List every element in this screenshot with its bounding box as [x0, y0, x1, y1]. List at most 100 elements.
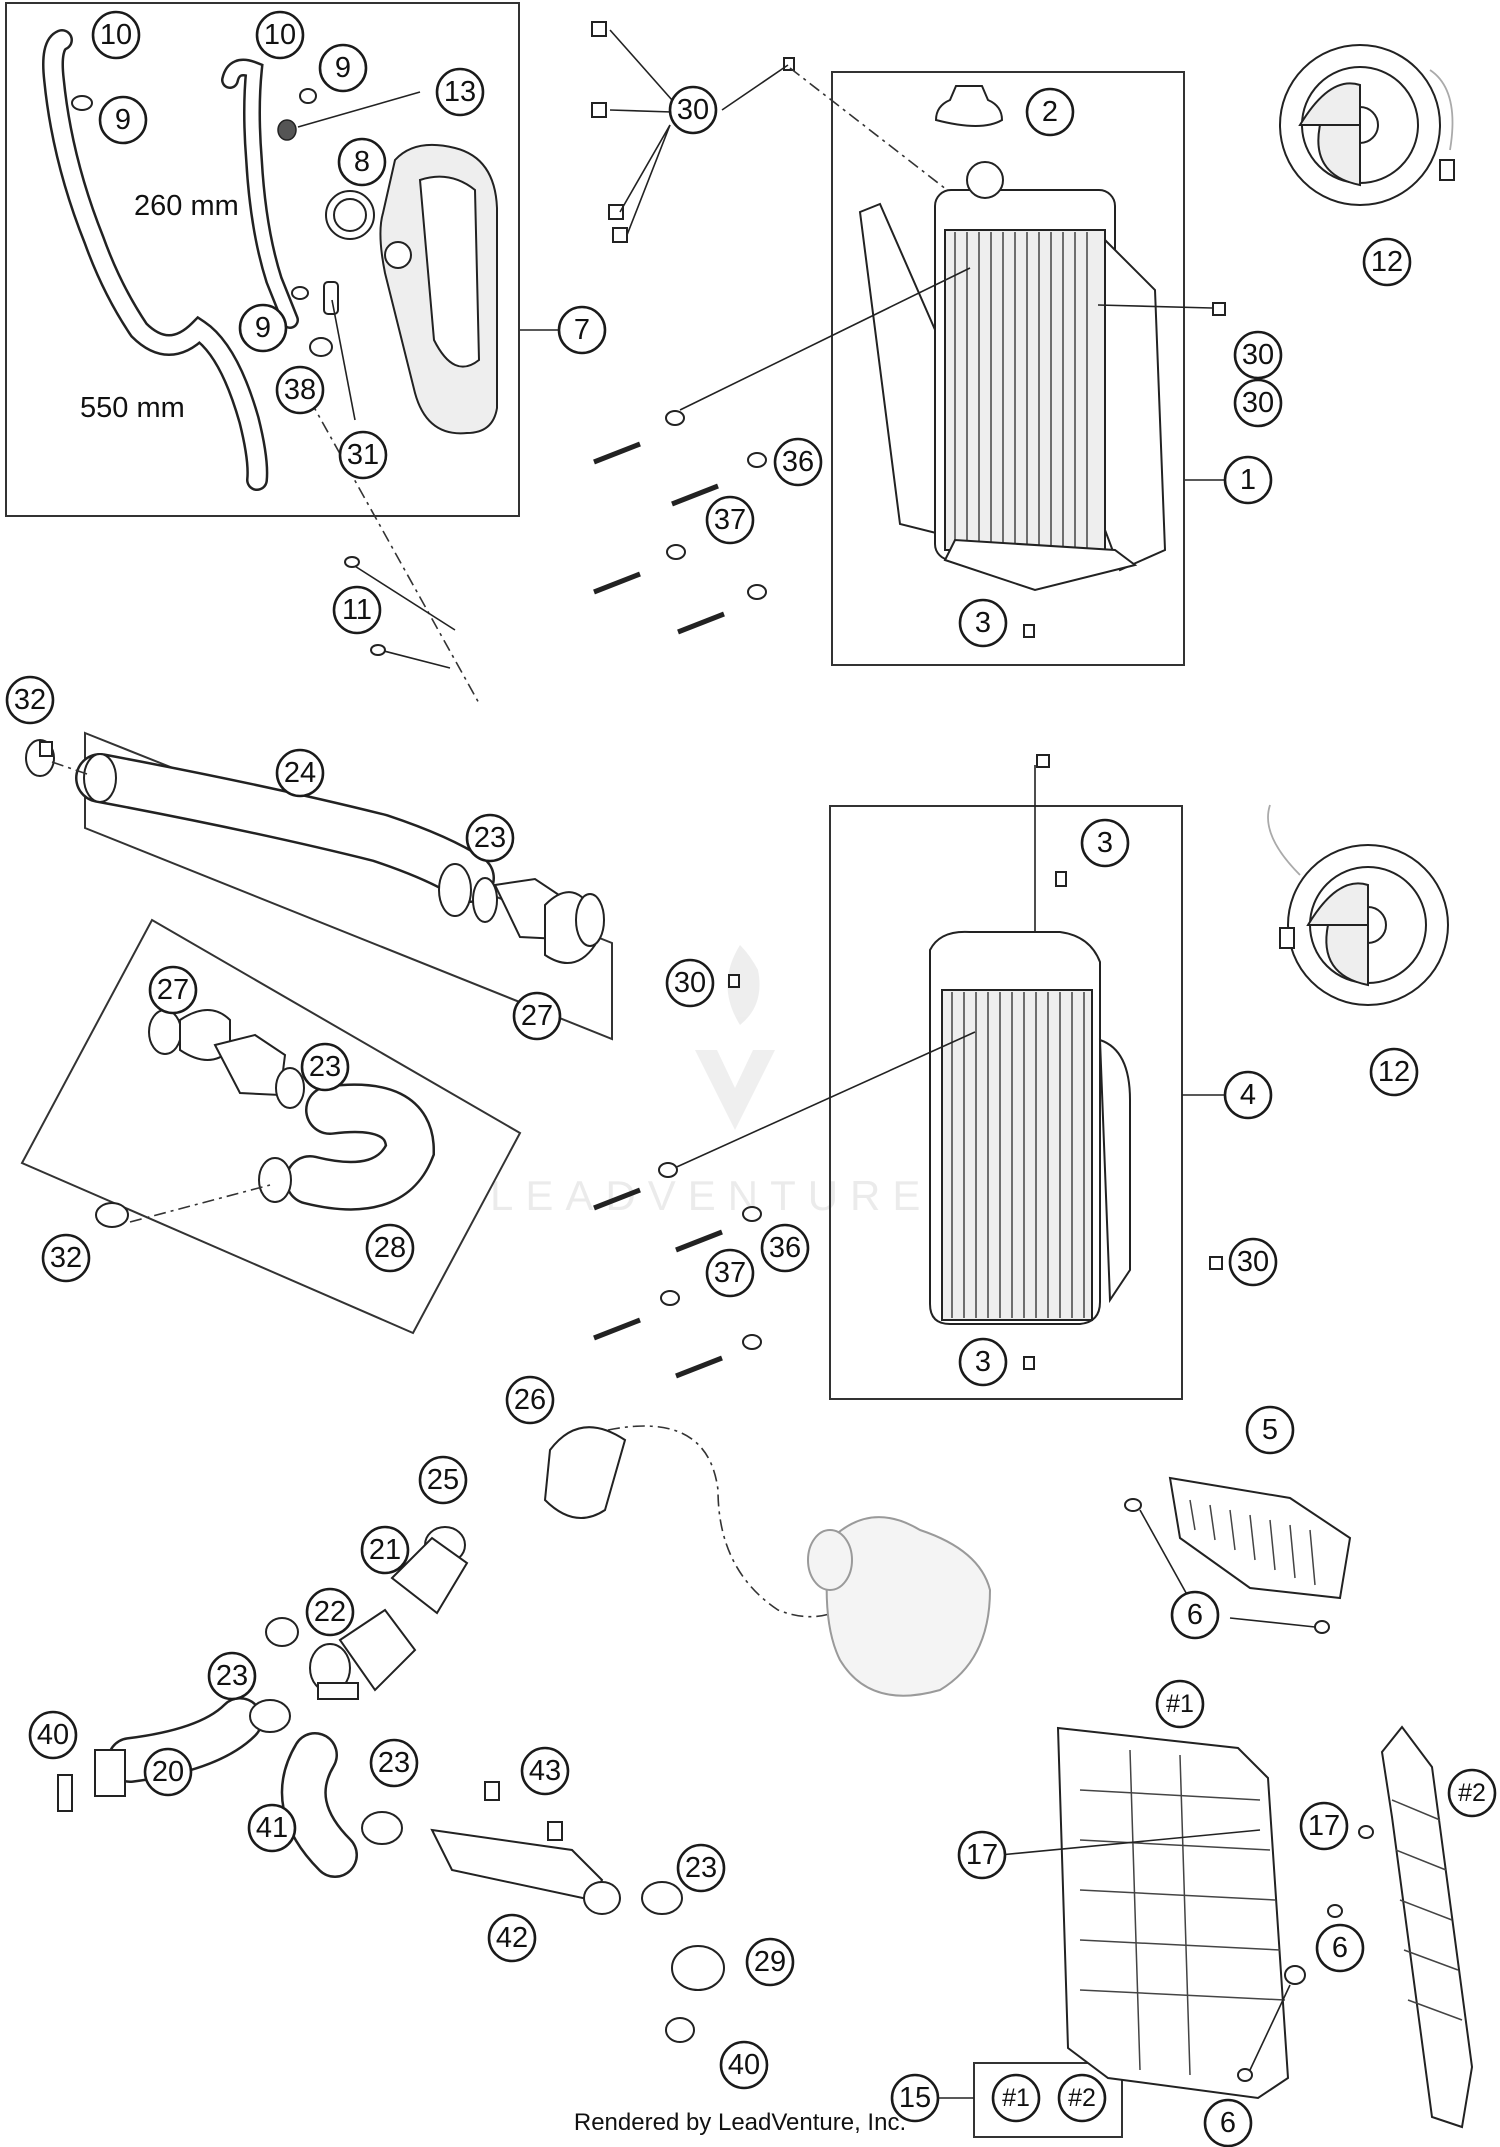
callout-40: 40 — [28, 1710, 78, 1760]
callout-36: 36 — [773, 437, 823, 487]
lower-radiator — [593, 754, 1238, 1379]
callout-circle — [958, 598, 1008, 648]
upper-fan — [1279, 44, 1455, 206]
callout-number: 37 — [714, 1257, 746, 1289]
callout-number: 9 — [115, 104, 131, 136]
callout-41: 41 — [247, 1803, 297, 1853]
callout-32: 32 — [5, 675, 55, 725]
callout-circle — [465, 813, 515, 863]
callout-item-1: #1 — [1155, 1679, 1205, 1729]
callout-circle — [1299, 1801, 1349, 1851]
callout-4: 4 — [1223, 1070, 1273, 1120]
upper-radiator — [591, 21, 1238, 638]
callout-40: 40 — [719, 2040, 769, 2090]
callout-circle — [773, 437, 823, 487]
callout-number: 2 — [1042, 96, 1058, 128]
callout-circle — [435, 67, 485, 117]
callout-circle — [255, 10, 305, 60]
callout-circle — [1369, 1047, 1419, 1097]
callout-number: 36 — [769, 1232, 801, 1264]
callout-number: 30 — [1242, 339, 1274, 371]
callout-number: 6 — [1220, 2107, 1236, 2139]
callout-circle — [143, 1747, 193, 1797]
callout-number: 23 — [378, 1747, 410, 1779]
callout-number: 30 — [677, 94, 709, 126]
callout-23: 23 — [465, 813, 515, 863]
callout-1: 1 — [1223, 455, 1273, 505]
callout-circle — [1080, 818, 1130, 868]
callout-number: 36 — [782, 446, 814, 478]
reservoir-leaders — [297, 91, 562, 706]
callout-30: 30 — [1233, 378, 1283, 428]
callout-number: 3 — [975, 1346, 991, 1378]
callout-circle — [520, 1746, 570, 1796]
callout-26: 26 — [505, 1375, 555, 1425]
callout-circle — [207, 1651, 257, 1701]
callout-number: 28 — [374, 1232, 406, 1264]
callout-number: 27 — [521, 1000, 553, 1032]
callout-number: 23 — [216, 1660, 248, 1692]
callout-11: 11 — [332, 585, 382, 635]
callout-23: 23 — [300, 1042, 350, 1092]
callout-circle — [360, 1525, 410, 1575]
callout-circle — [1170, 1590, 1220, 1640]
callout-37: 37 — [705, 1248, 755, 1298]
callout-number: 17 — [1308, 1810, 1340, 1842]
callout-3: 3 — [958, 1337, 1008, 1387]
callout-17: 17 — [957, 1830, 1007, 1880]
callout-21: 21 — [360, 1525, 410, 1575]
callout-number: 22 — [314, 1596, 346, 1628]
callout-37: 37 — [705, 495, 755, 545]
callout-number: 8 — [354, 146, 370, 178]
callout-5: 5 — [1245, 1405, 1295, 1455]
callout-23: 23 — [369, 1738, 419, 1788]
callout-circle — [957, 1830, 1007, 1880]
callout-23: 23 — [676, 1843, 726, 1893]
callout-circle — [1233, 330, 1283, 380]
lower-hose — [95, 1009, 436, 1228]
callout-28: 28 — [365, 1223, 415, 1273]
callout-circle — [676, 1843, 726, 1893]
callout-3: 3 — [958, 598, 1008, 648]
callout-number: 12 — [1378, 1056, 1410, 1088]
callout-29: 29 — [745, 1937, 795, 1987]
watermark-text: LEADVENTURE — [490, 1172, 932, 1219]
callout-30: 30 — [1233, 330, 1283, 380]
callout-number: 23 — [685, 1852, 717, 1884]
hose-length-260: 260 mm — [134, 190, 239, 222]
callout-number: 25 — [427, 1464, 459, 1496]
callout-number: 3 — [1097, 827, 1113, 859]
callout-10: 10 — [255, 10, 305, 60]
callout-number: 7 — [574, 314, 590, 346]
callout-number: 23 — [309, 1051, 341, 1083]
callout-number: 40 — [728, 2049, 760, 2081]
callout-number: 20 — [152, 1756, 184, 1788]
callout-27: 27 — [148, 965, 198, 1015]
callout-number: #2 — [1458, 1779, 1486, 1807]
callout-22: 22 — [305, 1587, 355, 1637]
callout-number: 32 — [14, 684, 46, 716]
callout-number: 11 — [342, 594, 372, 626]
callout-item-2: #2 — [1447, 1768, 1497, 1818]
callout-30: 30 — [665, 958, 715, 1008]
callout-number: 24 — [284, 757, 316, 789]
callout-circle — [1155, 1679, 1205, 1729]
callout-6: 6 — [1203, 2098, 1253, 2147]
callout-number: 6 — [1332, 1932, 1348, 1964]
lower-fan — [1267, 804, 1449, 1006]
callout-number: 42 — [496, 1922, 528, 1954]
callout-number: 12 — [1371, 246, 1403, 278]
callout-circle — [705, 1248, 755, 1298]
callout-circle — [1223, 1070, 1273, 1120]
callout-circle — [369, 1738, 419, 1788]
upper-bolts — [593, 441, 725, 635]
callout-number: 9 — [335, 52, 351, 84]
callout-10: 10 — [91, 10, 141, 60]
callout-6: 6 — [1315, 1923, 1365, 1973]
callout-number: 23 — [474, 822, 506, 854]
callout-number: 6 — [1187, 1599, 1203, 1631]
callout-circle — [512, 991, 562, 1041]
callout-circle — [665, 958, 715, 1008]
